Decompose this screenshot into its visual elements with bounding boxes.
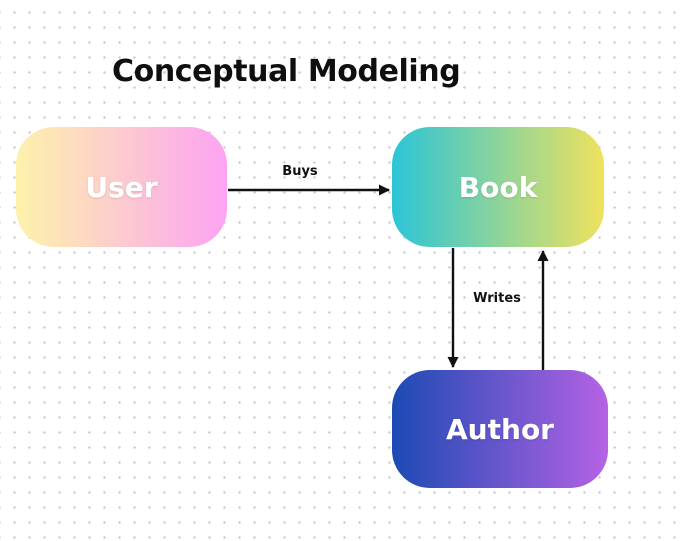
entity-author-label: Author: [446, 412, 554, 446]
diagram-title[interactable]: Conceptual Modeling: [112, 54, 461, 89]
entity-book[interactable]: Book: [392, 127, 604, 247]
entity-user-label: User: [85, 170, 158, 204]
relationship-label-buys[interactable]: Buys: [282, 164, 318, 179]
entity-user[interactable]: User: [16, 127, 227, 247]
entity-author[interactable]: Author: [392, 370, 608, 488]
entity-book-label: Book: [458, 170, 538, 204]
relationship-label-writes[interactable]: Writes: [473, 291, 521, 306]
